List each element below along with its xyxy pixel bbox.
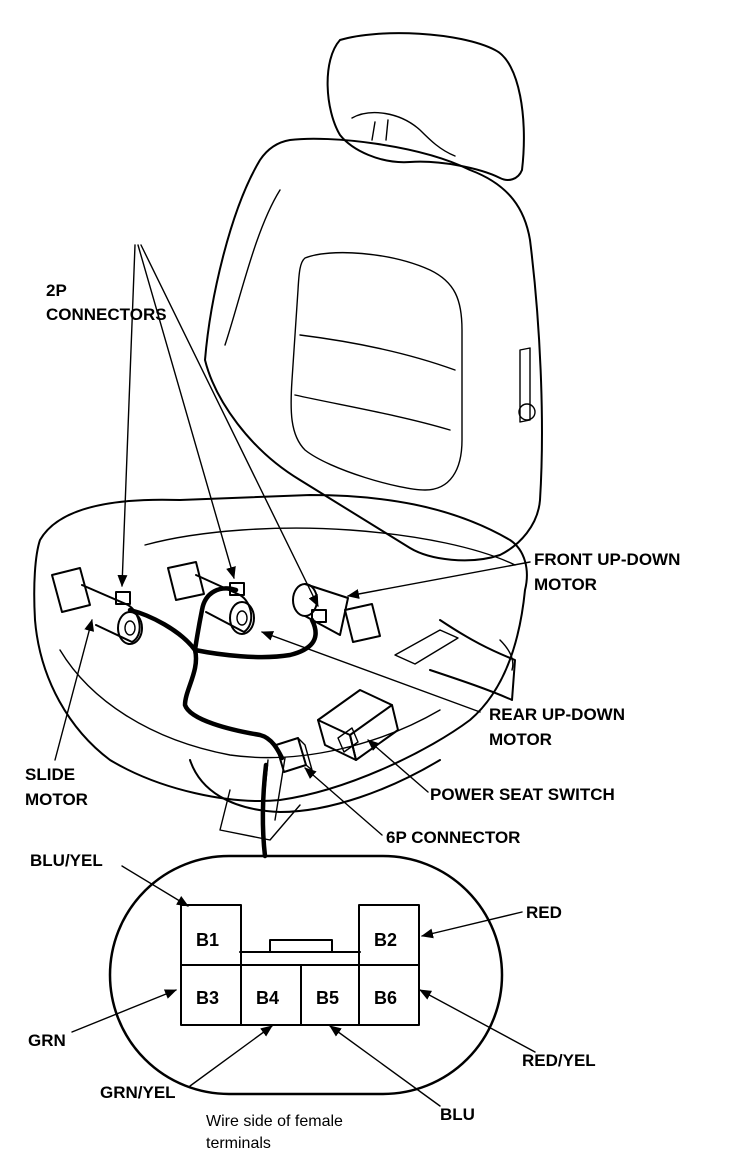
front-up-down-motor xyxy=(292,583,381,643)
label-slide-motor-line1: SLIDE xyxy=(25,765,75,784)
label-slide-motor-line2: MOTOR xyxy=(25,790,88,809)
wire-leaders xyxy=(71,865,536,1107)
pin-b3-label: B3 xyxy=(196,988,219,1008)
label-6p-connector: 6P CONNECTOR xyxy=(386,828,520,847)
wire-b5-label: BLU xyxy=(440,1105,475,1124)
slide-2p-connector xyxy=(115,591,131,605)
headrest xyxy=(326,32,525,181)
pin-b2-label: B2 xyxy=(374,930,397,950)
rear-up-down-motor xyxy=(167,561,255,635)
power-seat-switch xyxy=(317,689,399,761)
label-front-motor-line2: MOTOR xyxy=(534,575,597,594)
callout-labels: 2P CONNECTORS FRONT UP-DOWN MOTOR REAR U… xyxy=(25,281,680,847)
wire-labels: BLU/YEL RED GRN GRN/YEL BLU RED/YEL xyxy=(28,851,596,1124)
pin-b6-label: B6 xyxy=(374,988,397,1008)
caption-line2: terminals xyxy=(206,1135,271,1152)
caption-line1: Wire side of female xyxy=(206,1113,343,1130)
label-power-seat-switch: POWER SEAT SWITCH xyxy=(430,785,615,804)
pin-b6-cell xyxy=(358,964,420,1026)
connector-cable xyxy=(260,762,269,859)
label-2p-line1: 2P xyxy=(46,281,67,300)
wire-b2-label: RED xyxy=(526,903,562,922)
connector-closeup: B1 B2 B3 B4 B5 B6 xyxy=(108,854,504,1096)
label-front-motor-line1: FRONT UP-DOWN xyxy=(534,550,680,569)
seat-back xyxy=(204,137,543,562)
slide-motor xyxy=(51,567,143,645)
seat-cushion xyxy=(33,494,528,841)
label-rear-motor-line1: REAR UP-DOWN xyxy=(489,705,625,724)
wire-b4-label: GRN/YEL xyxy=(100,1083,176,1102)
wire-b1-label: BLU/YEL xyxy=(30,851,103,870)
front-2p-connector xyxy=(311,609,327,623)
pin-b4-label: B4 xyxy=(256,988,279,1008)
leader-lines xyxy=(54,244,531,836)
wire-b3-label: GRN xyxy=(28,1031,66,1050)
wire-harness xyxy=(127,586,318,821)
label-rear-motor-line2: MOTOR xyxy=(489,730,552,749)
label-2p-line2: CONNECTORS xyxy=(46,305,167,324)
pin-b1-label: B1 xyxy=(196,930,219,950)
pin-b5-label: B5 xyxy=(316,988,339,1008)
wire-b6-label: RED/YEL xyxy=(522,1051,596,1070)
